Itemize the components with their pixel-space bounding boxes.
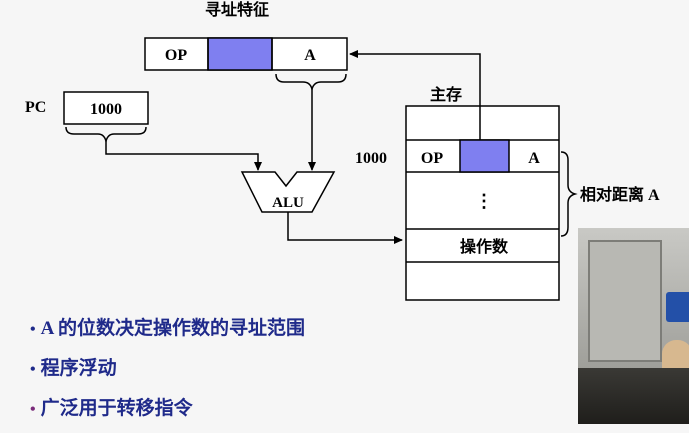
distance-brace <box>560 151 578 237</box>
pc-value: 1000 <box>90 101 122 118</box>
alu-unit <box>240 171 336 213</box>
memory-operand: 操作数 <box>460 237 509 256</box>
pc-label: PC <box>25 99 46 116</box>
video-inset <box>578 228 689 424</box>
relative-addressing-diagram: 寻址特征 OP A PC 1000 ALU 主存 1000 OP A ⋮ 操作数… <box>25 0 660 301</box>
addressing-feature-label: 寻址特征 <box>205 0 269 19</box>
relative-distance-label: 相对距离 A <box>580 185 660 204</box>
instruction-addr-field: A <box>304 47 316 64</box>
addressing-feature-field <box>207 37 273 71</box>
main-memory <box>405 105 560 301</box>
main-memory-label: 主存 <box>430 85 462 104</box>
bullet-item: •A 的位数决定操作数的寻址范围 <box>30 313 305 353</box>
bullet-list: •A 的位数决定操作数的寻址范围 •程序浮动 •广泛用于转移指令 <box>30 313 305 433</box>
bullet-text: A 的位数决定操作数的寻址范围 <box>40 318 306 339</box>
pc-brace <box>65 126 147 144</box>
pc-register <box>63 91 149 125</box>
bullet-dot-icon: • <box>30 401 36 418</box>
memory-feature-field <box>459 139 510 173</box>
arrow-alu-to-operand <box>287 212 403 244</box>
memory-row-op: OP <box>421 150 443 167</box>
bullet-dot-icon: • <box>30 361 36 378</box>
memory-row-address: 1000 <box>355 150 387 167</box>
arrow-memory-to-instruction <box>349 50 481 140</box>
alu-label: ALU <box>272 195 304 211</box>
bullet-text: 广泛用于转移指令 <box>40 398 193 419</box>
bullet-dot-icon: • <box>30 321 36 338</box>
arrow-pc-to-alu <box>105 141 262 171</box>
memory-ellipsis: ⋮ <box>475 191 493 211</box>
bullet-item: •程序浮动 <box>30 353 305 393</box>
bullet-item: •广泛用于转移指令 <box>30 393 305 433</box>
instruction-op-field: OP <box>165 47 187 64</box>
memory-row-addr: A <box>528 150 540 167</box>
instruction-format: OP A <box>144 37 348 71</box>
bullet-text: 程序浮动 <box>40 358 117 379</box>
addr-brace <box>275 73 347 92</box>
